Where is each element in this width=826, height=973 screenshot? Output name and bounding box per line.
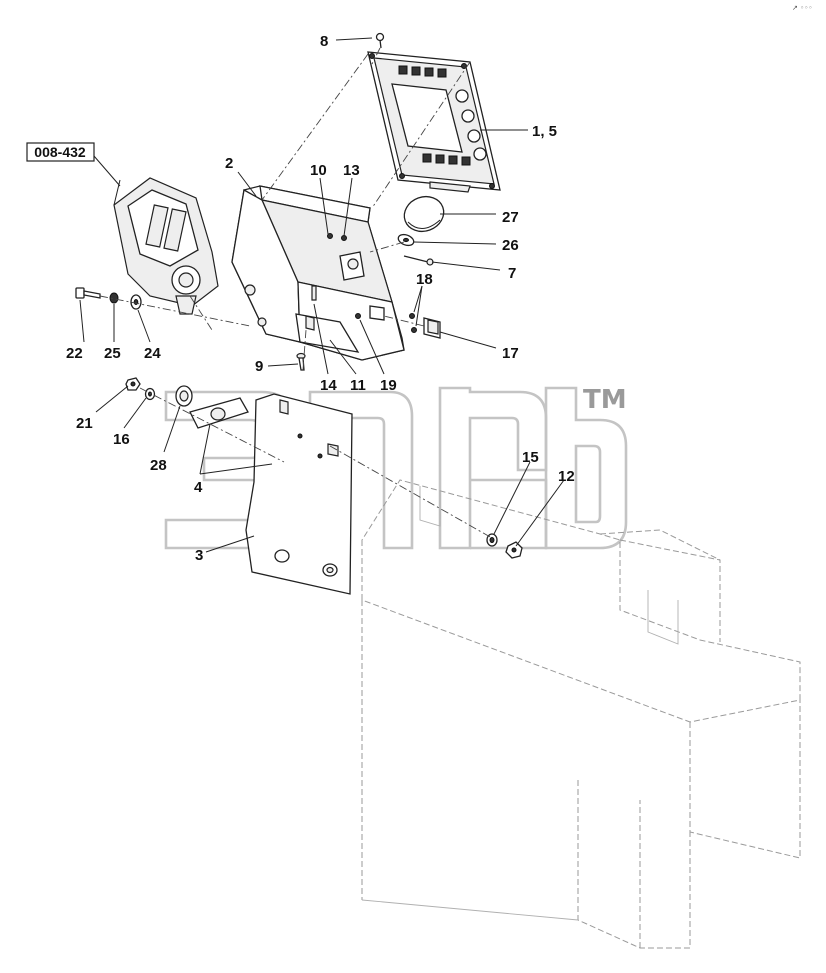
callout-17: 17 [502,345,519,362]
mounting-frame [361,479,801,949]
watermark-letter-5 [544,386,628,550]
callout-26: 26 [502,237,519,254]
cover-plate-4a [189,397,249,429]
screw-7 [403,255,434,266]
assembly-lines [99,47,493,539]
callout-10: 10 [310,162,327,179]
watermark-letter-4 [470,478,548,550]
callout-14: 14 [320,377,337,394]
reference-box [26,142,95,162]
reference-box-label: 008-432 [34,144,86,160]
reference-leader [93,155,121,187]
callout-25: 25 [104,345,121,362]
bolt-22 [75,287,101,299]
cap-27 [403,195,445,233]
callout-27: 27 [502,209,519,226]
housing-box [231,185,405,361]
display-panel [367,51,501,193]
grommet-28 [175,385,193,407]
watermark-letter-3 [438,386,548,550]
mounting-plate-3 [245,393,353,595]
callout-18: 18 [416,271,433,288]
callout-15: 15 [522,449,539,466]
callout-4: 4 [194,479,203,496]
leader-lines [79,37,565,553]
callout-2: 2 [225,155,233,172]
screw-8 [375,32,385,49]
callout-16: 16 [113,431,130,448]
watermark-letter-2 [308,390,414,550]
washer-16 [144,387,156,401]
washer-25 [109,292,119,304]
nut-17 [423,317,441,339]
callout-13: 13 [343,162,360,179]
callout-11: 11 [350,377,366,394]
motor-assembly [113,177,219,315]
callout-21: 21 [76,415,93,432]
callout-24: 24 [144,345,161,362]
screw-9 [296,352,306,371]
callout-12: 12 [558,468,575,485]
callout-8: 8 [320,33,328,50]
nut-12 [505,541,523,559]
callout-9: 9 [255,358,263,375]
callout-22: 22 [66,345,83,362]
washers-18 [409,313,417,333]
nut-21 [125,377,141,391]
callout-1-5: 1, 5 [532,123,557,140]
callout-28: 28 [150,457,167,474]
callout-3: 3 [195,547,203,564]
corner-mark: ↗ ◦◦◦ [792,4,812,12]
callout-7: 7 [508,265,516,282]
washer-26 [397,233,415,247]
callout-19: 19 [380,377,397,394]
callouts: 8 1, 5 2 10 13 27 26 7 18 17 22 25 24 9 … [66,33,575,564]
washer-24 [130,294,142,310]
watermark-tm: TM [583,385,627,415]
